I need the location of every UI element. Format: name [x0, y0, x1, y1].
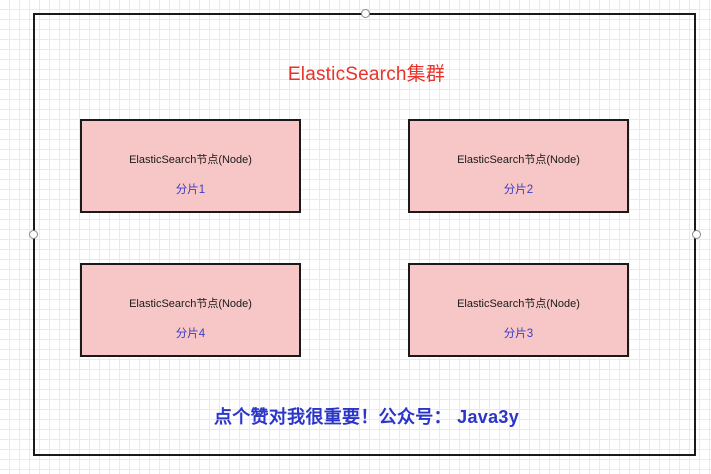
resize-handle-top[interactable] [361, 9, 370, 18]
elasticsearch-node-1[interactable]: ElasticSearch节点(Node) 分片1 [80, 119, 301, 213]
cluster-title: ElasticSearch集群 [287, 64, 446, 85]
footer-promo-text: 点个赞对我很重要！公众号： Java3y [213, 407, 520, 427]
node-label: ElasticSearch节点(Node) [129, 154, 252, 166]
elasticsearch-node-2[interactable]: ElasticSearch节点(Node) 分片2 [408, 119, 629, 213]
node-shard-label: 分片3 [503, 328, 534, 340]
node-shard-label: 分片1 [175, 184, 206, 196]
elasticsearch-node-3[interactable]: ElasticSearch节点(Node) 分片4 [80, 263, 301, 357]
node-shard-label: 分片2 [503, 184, 534, 196]
elasticsearch-cluster-box[interactable]: ElasticSearch集群 ElasticSearch节点(Node) 分片… [33, 13, 696, 456]
node-shard-label: 分片4 [175, 328, 206, 340]
node-label: ElasticSearch节点(Node) [129, 298, 252, 310]
resize-handle-left[interactable] [29, 230, 38, 239]
elasticsearch-node-4[interactable]: ElasticSearch节点(Node) 分片3 [408, 263, 629, 357]
node-label: ElasticSearch节点(Node) [457, 298, 580, 310]
resize-handle-right[interactable] [692, 230, 701, 239]
node-label: ElasticSearch节点(Node) [457, 154, 580, 166]
